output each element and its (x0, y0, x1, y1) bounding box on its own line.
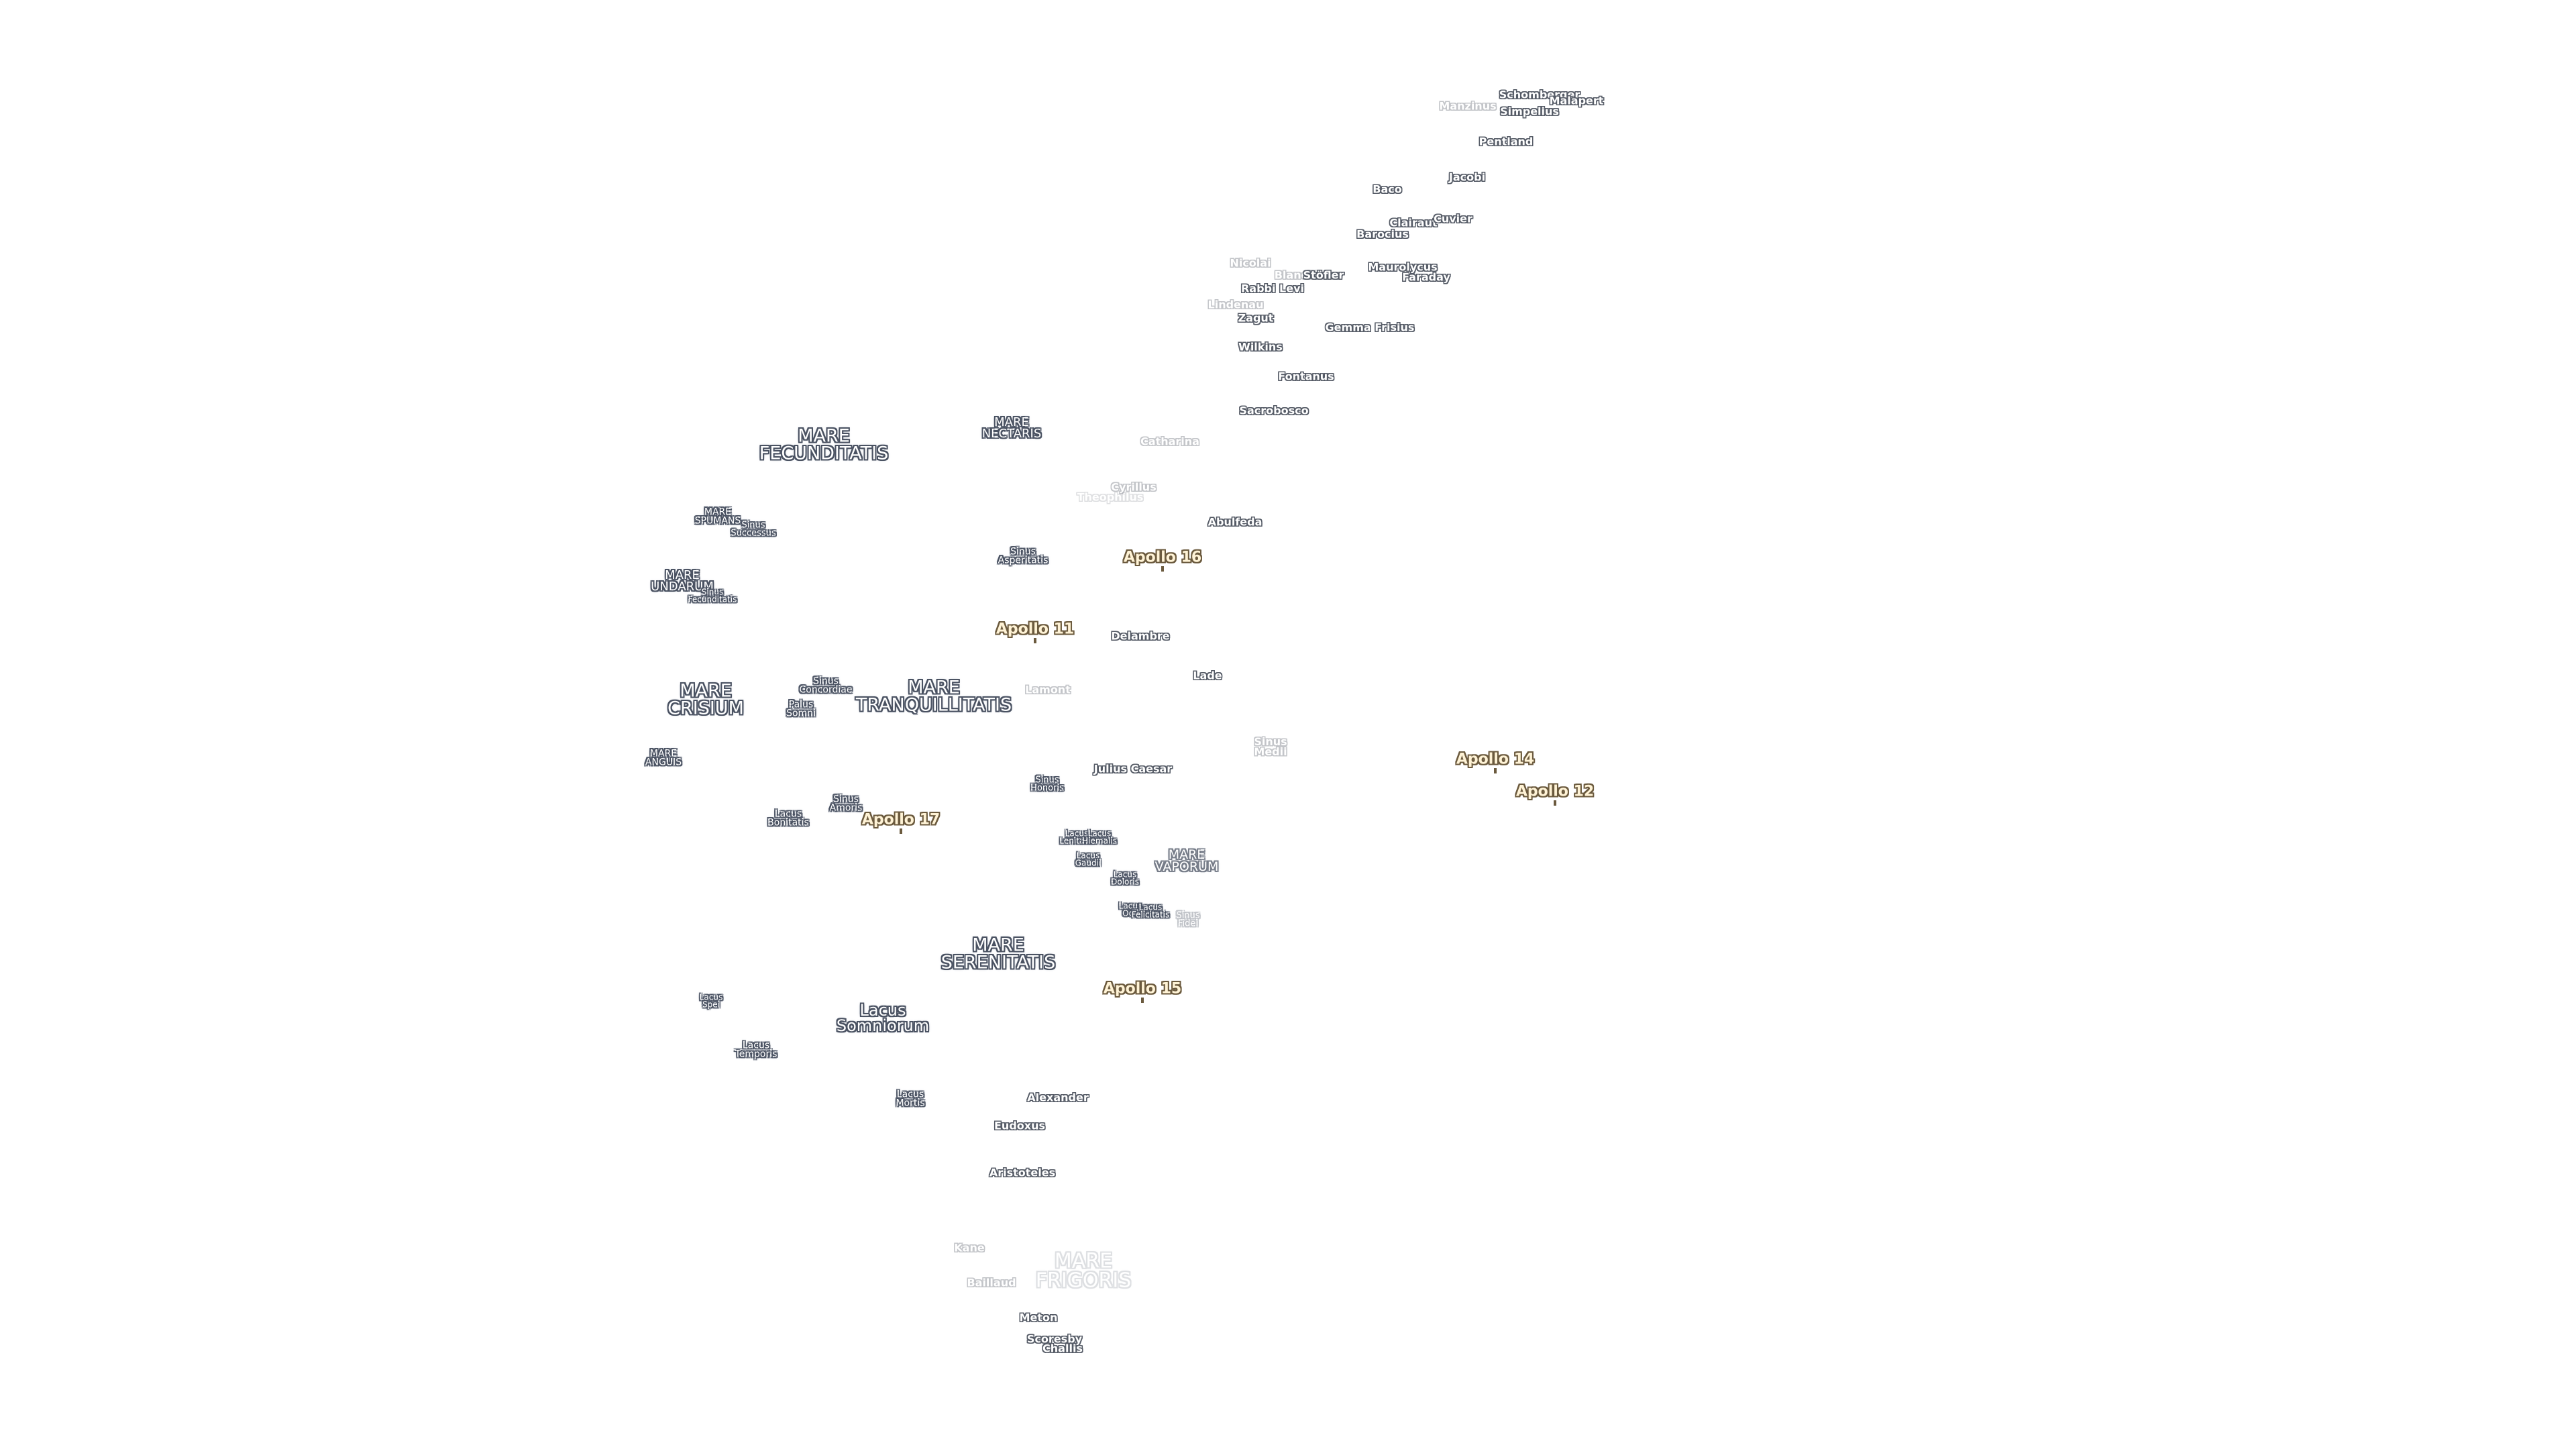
eudoxus-label[interactable]: Eudoxus (994, 1119, 1046, 1132)
cuvier-label[interactable]: Cuvier (1434, 212, 1473, 225)
theophilus-label[interactable]: Theophilus (1077, 490, 1144, 504)
apollo-14-marker-icon[interactable] (1494, 768, 1497, 773)
manzinus-label[interactable]: Manzinus (1439, 99, 1497, 113)
zagut-label[interactable]: Zagut (1238, 311, 1274, 325)
wilkins-label[interactable]: Wilkins (1238, 340, 1283, 354)
mare-fecunditatis-label[interactable]: MARE FECUNDITATIS (759, 425, 889, 464)
apollo-12-label[interactable]: Apollo 12 (1515, 783, 1595, 800)
baillaud-label[interactable]: Baillaud (967, 1276, 1016, 1289)
mare-spumans-label[interactable]: MARE SPUMANS (694, 506, 741, 527)
alexander-label[interactable]: Alexander (1027, 1091, 1089, 1104)
baco-label[interactable]: Baco (1373, 182, 1402, 196)
apollo-15-marker-icon[interactable] (1141, 998, 1144, 1003)
aristoteles-label[interactable]: Aristoteles (989, 1166, 1056, 1179)
mare-tranquillitatis-label[interactable]: MARE TRANQUILLITATIS (855, 677, 1012, 715)
apollo-14-label[interactable]: Apollo 14 (1456, 751, 1535, 768)
pentland-label[interactable]: Pentland (1479, 135, 1534, 148)
sinus-fecunditatis-label[interactable]: Sinus Fecunditatis (688, 587, 737, 604)
jacobi-label[interactable]: Jacobi (1448, 170, 1486, 184)
lindenau-label[interactable]: Lindenau (1208, 298, 1264, 311)
lacus-hiemalis-label[interactable]: Lacus Hiemalis (1082, 828, 1118, 846)
sinus-successus-label[interactable]: Sinus Successus (731, 520, 776, 539)
mare-undarum-label[interactable]: MARE UNDARUM (651, 568, 714, 594)
sacrobosco-label[interactable]: Sacrobosco (1239, 404, 1309, 417)
lacus-gaudii-label[interactable]: Lacus Gaudii (1075, 851, 1102, 868)
malapert-label[interactable]: Malapert (1549, 94, 1604, 107)
stoefler-label[interactable]: Stöfler (1303, 268, 1344, 282)
palus-somni-label[interactable]: Palus Somni (786, 699, 816, 719)
clairaut-label[interactable]: Clairaut (1389, 216, 1438, 229)
sinus-amoris-label[interactable]: Sinus Amoris (829, 794, 863, 814)
challis-label[interactable]: Challis (1042, 1342, 1083, 1355)
mare-serenitatis-label[interactable]: MARE SERENITATIS (941, 934, 1056, 973)
apollo-12-marker-icon[interactable] (1554, 800, 1556, 806)
julius-caesar-label[interactable]: Julius Caesar (1093, 762, 1173, 775)
lacus-temporis-label[interactable]: Lacus Temporis (735, 1040, 777, 1060)
sinus-honoris-label[interactable]: Sinus Honoris (1030, 775, 1065, 794)
apollo-16-marker-icon[interactable] (1161, 566, 1164, 572)
apollo-11-label[interactable]: Apollo 11 (996, 621, 1075, 638)
nicolai-label[interactable]: Nicolai (1230, 256, 1271, 270)
apollo-16-label[interactable]: Apollo 16 (1123, 549, 1202, 566)
faraday-label[interactable]: Faraday (1402, 270, 1451, 284)
mare-vaporum-label[interactable]: MARE VAPORUM (1155, 847, 1219, 874)
apollo-17-label[interactable]: Apollo 17 (861, 811, 941, 828)
sinus-medii-label[interactable]: Sinus Medii (1254, 735, 1287, 758)
mare-nectaris-label[interactable]: MARE NECTARIS (981, 415, 1042, 441)
lacus-bonitatis-label[interactable]: Lacus Bonitatis (767, 808, 810, 828)
lacus-felicitatis-label[interactable]: Lacus Felicitatis (1131, 902, 1170, 920)
catharina-label[interactable]: Catharina (1140, 435, 1200, 448)
fontanus-label[interactable]: Fontanus (1278, 370, 1334, 383)
maurolycus-label[interactable]: Maurolycus (1368, 260, 1438, 274)
apollo-11-marker-icon[interactable] (1034, 638, 1036, 643)
scoresby-label[interactable]: Scoresby (1026, 1332, 1083, 1346)
mare-crisium-label[interactable]: MARE CRISIUM (667, 680, 745, 718)
rabbi-levi-label[interactable]: Rabbi Levi (1240, 282, 1305, 295)
barocius-label[interactable]: Barocius (1356, 227, 1409, 241)
apollo-15-label[interactable]: Apollo 15 (1103, 980, 1182, 998)
apollo-17-marker-icon[interactable] (900, 828, 902, 834)
lacus-lenitatis-label[interactable]: Lacus Lenitatis (1059, 828, 1094, 846)
delambre-label[interactable]: Delambre (1111, 629, 1170, 643)
blanchinus-label[interactable]: Blanchinus (1274, 268, 1341, 282)
lamont-label[interactable]: Lamont (1025, 683, 1071, 696)
cyrillus-label[interactable]: Cyrillus (1111, 480, 1157, 494)
lacus-somniorum-label[interactable]: Lacus Somniorum (836, 1001, 930, 1035)
lacus-odii-label[interactable]: Lacus Odii (1118, 901, 1142, 918)
kane-label[interactable]: Kane (954, 1241, 985, 1254)
meton-label[interactable]: Meton (1019, 1311, 1058, 1324)
sinus-concordiae-label[interactable]: Sinus Concordiae (799, 676, 853, 696)
simpelius-label[interactable]: Simpelius (1500, 105, 1560, 118)
lade-label[interactable]: Lade (1193, 669, 1222, 682)
mare-anguis-label[interactable]: MARE ANGUIS (645, 748, 682, 768)
gemma-frisius-label[interactable]: Gemma Frisius (1325, 321, 1415, 334)
schomberger-label[interactable]: Schomberger (1499, 88, 1580, 101)
lacus-spei-label[interactable]: Lacus Spei (699, 992, 723, 1010)
sinus-asperitatis-label[interactable]: Sinus Asperitatis (998, 546, 1049, 566)
mare-frigoris-label[interactable]: MARE FRIGORIS (1035, 1249, 1132, 1292)
lacus-doloris-label[interactable]: Lacus Doloris (1111, 869, 1140, 887)
sinus-fidei-label[interactable]: Sinus Fidei (1176, 910, 1200, 929)
lacus-mortis-label[interactable]: Lacus Mortis (896, 1089, 925, 1109)
abulfeda-label[interactable]: Abulfeda (1208, 515, 1263, 529)
